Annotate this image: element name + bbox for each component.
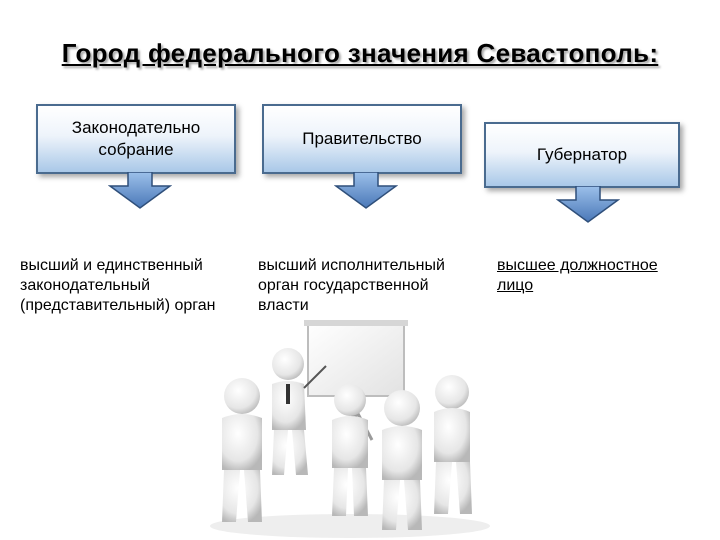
- down-arrow-icon: [334, 172, 398, 209]
- people-whiteboard-illustration: [210, 320, 490, 538]
- branch-label: Законодательно собрание: [71, 118, 201, 159]
- branch-box-legislative: Законодательно собрание: [36, 104, 236, 174]
- branch-box-government: Правительство: [262, 104, 462, 174]
- branch-label: Правительство: [302, 129, 422, 148]
- down-arrow-icon: [108, 172, 172, 209]
- branch-description: высший и единственный законодательный (п…: [20, 257, 216, 314]
- branch-description: высшее должностное лицо: [497, 257, 658, 294]
- down-arrow-icon: [556, 186, 620, 223]
- branch-label: Губернатор: [536, 145, 628, 164]
- branch-description: высший исполнительный орган государствен…: [258, 257, 445, 314]
- branch-box-governor: Губернатор: [484, 122, 680, 188]
- page-title: Город федерального значения Севастополь:: [61, 38, 659, 68]
